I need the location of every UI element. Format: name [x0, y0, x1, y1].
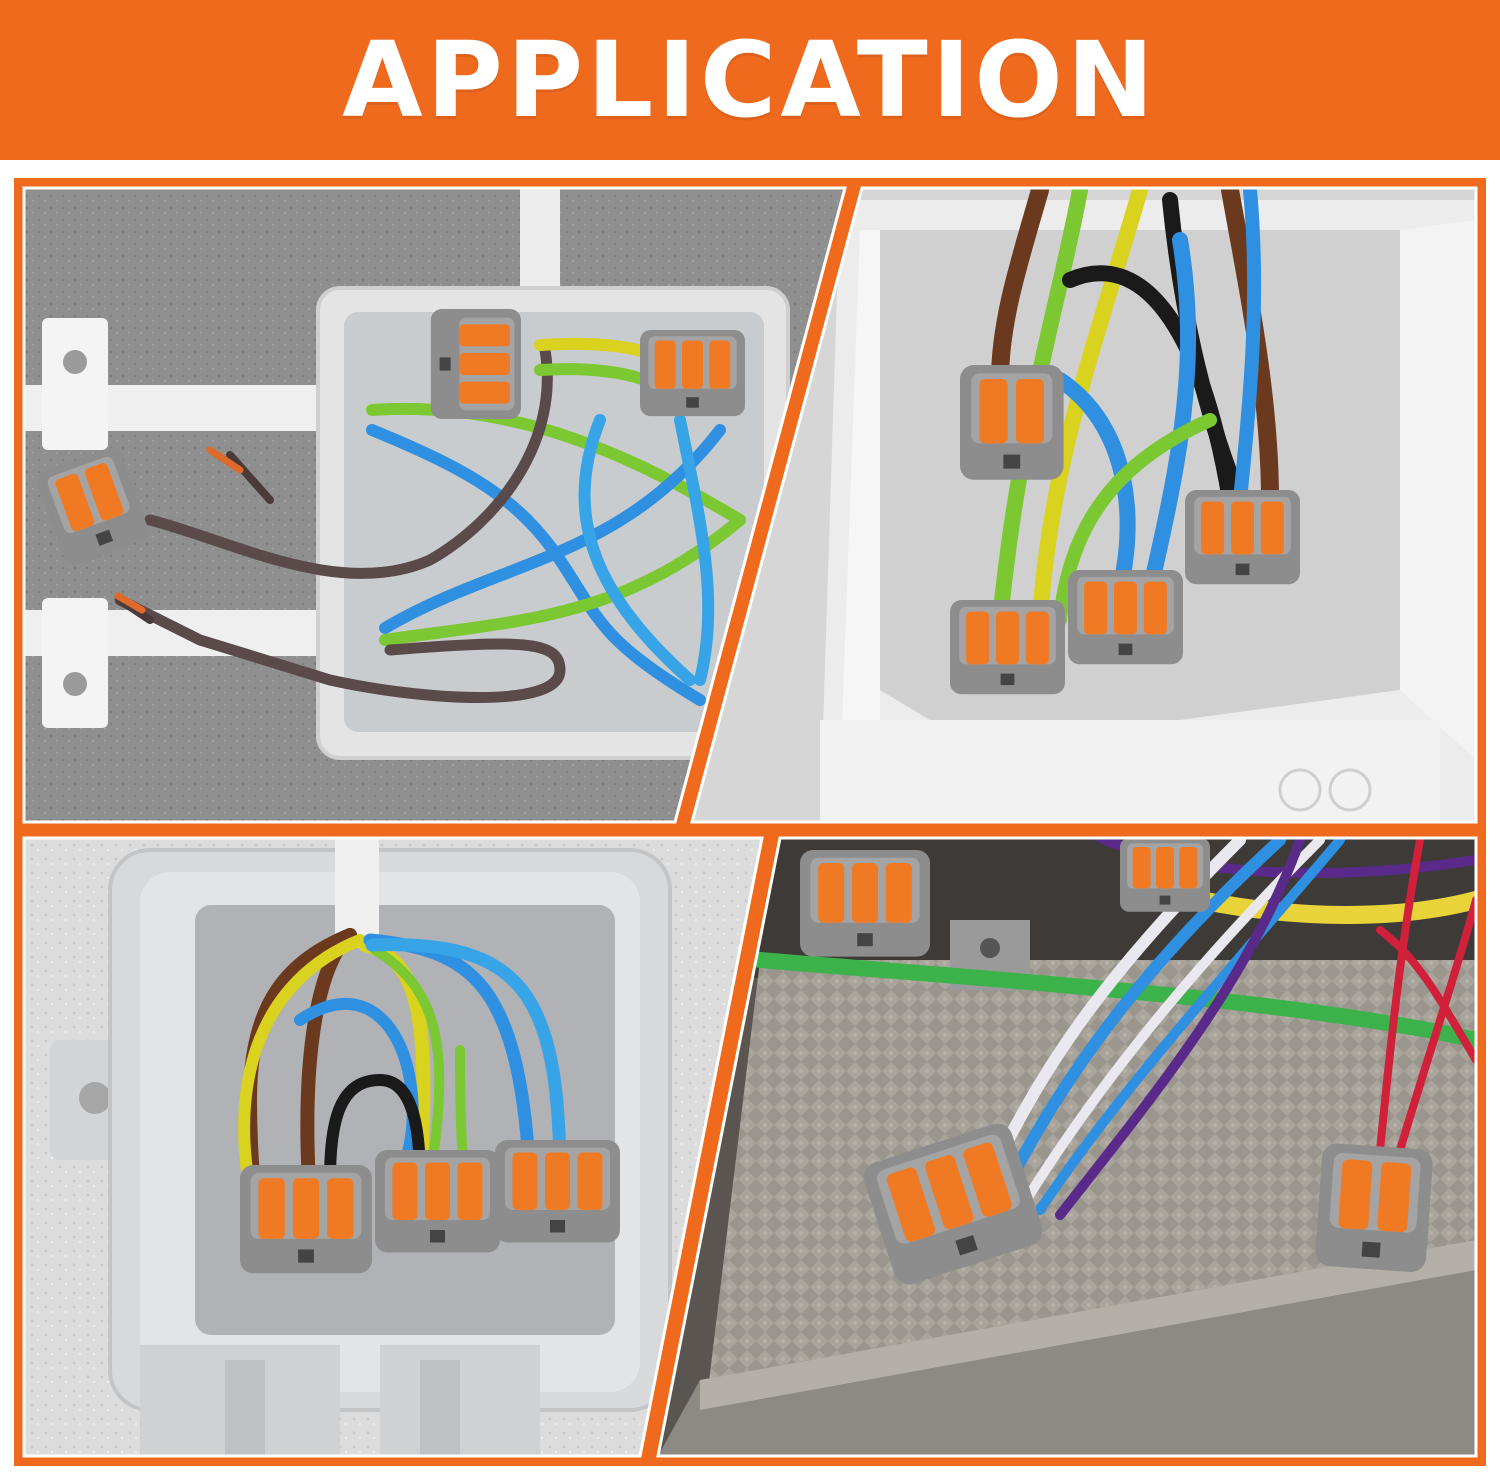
panel-cable-tray-connectors [658, 838, 1476, 1456]
panel-outlines [22, 186, 1478, 1458]
banner-title: APPLICATION [342, 19, 1158, 141]
header-banner: APPLICATION [0, 0, 1500, 160]
panel-grey-junction-box [24, 838, 762, 1456]
